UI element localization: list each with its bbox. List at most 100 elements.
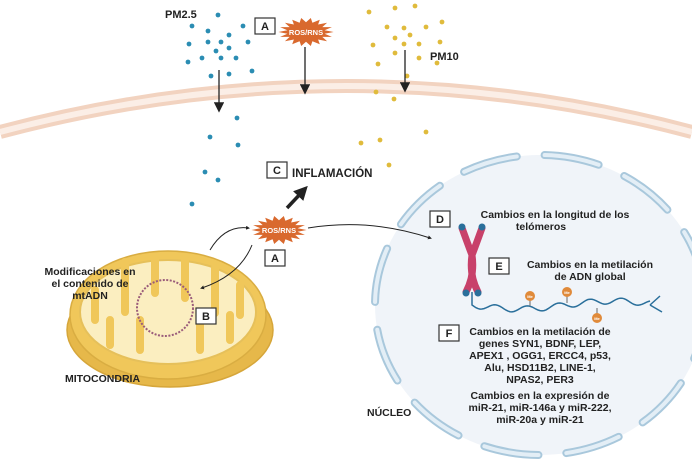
particle — [392, 50, 398, 56]
box-e — [488, 257, 510, 275]
box-a-top — [254, 17, 276, 35]
nucleus-label: NÚCLEO — [367, 406, 411, 419]
particle — [366, 9, 372, 15]
chromosome — [458, 223, 486, 297]
svg-text:Me: Me — [564, 290, 570, 295]
particle — [226, 71, 232, 77]
particle — [416, 55, 422, 61]
particle — [189, 23, 195, 29]
box-f-label: F — [446, 328, 453, 340]
particle — [358, 140, 364, 146]
particle — [215, 12, 221, 18]
arrow-ros-to-nucleus — [307, 224, 432, 240]
box-f — [438, 324, 460, 342]
svg-text:Cambios en la longitud de los: Cambios en la longitud de los — [481, 209, 630, 221]
particle — [407, 32, 413, 38]
particle — [401, 41, 407, 47]
particle — [202, 169, 208, 175]
particle — [249, 68, 255, 74]
particle — [186, 41, 192, 47]
mitochondria-label: MITOCONDRIA — [65, 373, 140, 385]
mirna-expression-label: Cambios en la expresión de miR-21, miR-1… — [469, 390, 612, 426]
mtdna-label: Modificaciones en el contenido de mtADN — [44, 266, 135, 302]
svg-text:miR-20a y miR-21: miR-20a y miR-21 — [496, 414, 584, 426]
particle — [423, 129, 429, 135]
arrow-mito-to-ros — [209, 225, 250, 251]
particle — [392, 5, 398, 11]
svg-text:genes SYN1, BDNF, LEP,: genes SYN1, BDNF, LEP, — [479, 338, 601, 350]
particle — [234, 115, 240, 121]
svg-text:Cambios en la expresión de: Cambios en la expresión de — [471, 390, 610, 402]
particle — [240, 23, 246, 29]
particle — [189, 201, 195, 207]
particle — [205, 28, 211, 34]
svg-text:el contenido de: el contenido de — [51, 278, 128, 290]
box-b-label: B — [202, 311, 210, 323]
pm10-particles — [358, 3, 445, 168]
ros-rns-burst-top: ROS/RNS — [278, 18, 334, 46]
svg-text:Modificaciones en: Modificaciones en — [44, 266, 135, 278]
particle — [401, 25, 407, 31]
pm25-particles — [185, 12, 255, 207]
mitochondrion — [66, 250, 274, 388]
box-c-label: C — [273, 165, 281, 177]
pm25-label: PM2.5 — [165, 9, 197, 21]
particle — [218, 55, 224, 61]
particle — [218, 39, 224, 45]
particle — [226, 45, 232, 51]
cell-membrane — [0, 79, 692, 139]
nucleus — [371, 151, 692, 459]
particle — [205, 39, 211, 45]
methyl-group-3: Me — [592, 308, 602, 323]
particle — [386, 162, 392, 168]
particle — [235, 142, 241, 148]
particle — [373, 89, 379, 95]
global-methylation-label: Cambios en la metilación de ADN global — [527, 259, 653, 283]
ros-rns-label-middle: ROS/RNS — [262, 226, 296, 235]
particle — [213, 48, 219, 54]
particle — [437, 39, 443, 45]
particle — [412, 3, 418, 9]
svg-text:mtADN: mtADN — [72, 290, 108, 302]
mtdna-circle — [136, 279, 194, 337]
dna-strand — [471, 292, 663, 313]
svg-text:Cambios en la metilación de: Cambios en la metilación de — [469, 326, 610, 338]
telomere-label: Cambios en la longitud de los telómeros — [481, 209, 630, 233]
box-e-label: E — [495, 261, 502, 273]
svg-text:telómeros: telómeros — [516, 221, 566, 233]
particle — [439, 19, 445, 25]
box-a-middle-label: A — [271, 253, 279, 265]
particle — [416, 41, 422, 47]
particle — [199, 55, 205, 61]
particle — [226, 32, 232, 38]
svg-text:Me: Me — [594, 316, 600, 321]
particle — [245, 39, 251, 45]
box-a-top-label: A — [261, 21, 269, 33]
svg-text:miR-21, miR-146a y miR-222,: miR-21, miR-146a y miR-222, — [469, 402, 612, 414]
svg-text:Me: Me — [527, 294, 533, 299]
box-c — [266, 161, 288, 179]
svg-text:APEX1 , OGG1, ERCC4, p53,: APEX1 , OGG1, ERCC4, p53, — [469, 350, 611, 362]
svg-text:Alu, HSD11B2, LINE-1,: Alu, HSD11B2, LINE-1, — [484, 362, 596, 374]
methyl-group-1: Me — [525, 291, 535, 306]
particle — [423, 24, 429, 30]
particle — [392, 35, 398, 41]
particle — [370, 42, 376, 48]
inflammation-label: INFLAMACIÓN — [292, 167, 373, 180]
particle — [384, 24, 390, 30]
particle — [377, 137, 383, 143]
particle — [207, 134, 213, 140]
gene-methylation-label: Cambios en la metilación de genes SYN1, … — [469, 326, 611, 386]
svg-text:de ADN global: de ADN global — [554, 271, 625, 283]
arrow-to-inflammation — [285, 185, 308, 210]
particle — [404, 73, 410, 79]
particle — [233, 55, 239, 61]
box-b — [195, 307, 217, 325]
svg-text:Cambios en la metilación: Cambios en la metilación — [527, 259, 653, 271]
box-a-middle — [264, 249, 286, 267]
box-d — [429, 210, 451, 228]
box-d-label: D — [436, 214, 444, 226]
svg-text:NPAS2, PER3: NPAS2, PER3 — [506, 374, 574, 386]
